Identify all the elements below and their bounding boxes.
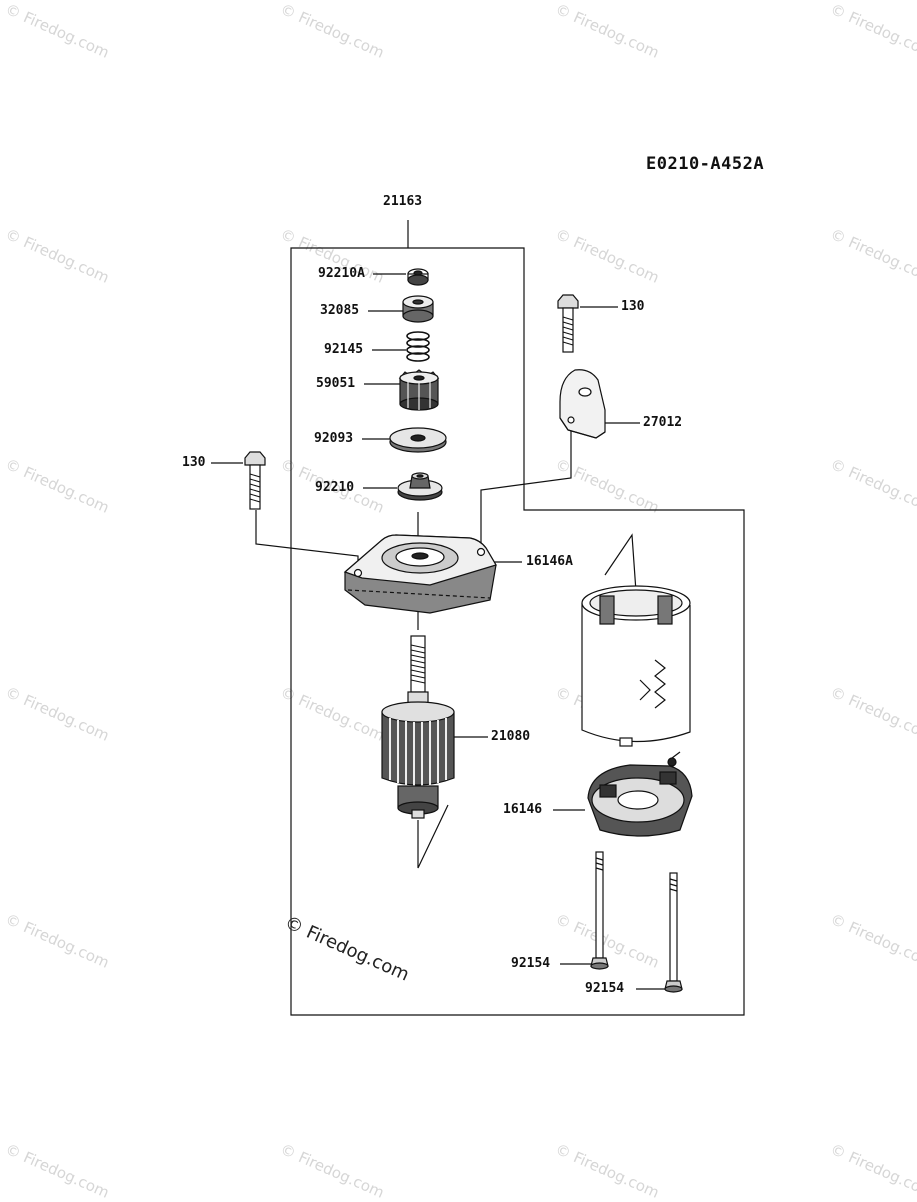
part-label-16146A[interactable]: 16146A <box>526 554 573 569</box>
part-label-92093[interactable]: 92093 <box>314 431 354 446</box>
rear-cover-16146 <box>587 751 693 837</box>
part-label-27012[interactable]: 27012 <box>643 415 683 430</box>
collar-92210 <box>397 472 443 501</box>
bolt-path-line <box>480 430 572 550</box>
front-cover-16146A <box>343 534 497 614</box>
through-bolt-92154-a <box>590 851 609 970</box>
washer-92093 <box>389 427 447 453</box>
part-label-59051[interactable]: 59051 <box>316 376 356 391</box>
part-label-92145[interactable]: 92145 <box>324 342 364 357</box>
bolt-130-left <box>244 451 266 510</box>
part-label-130-right[interactable]: 130 <box>621 299 645 314</box>
pinion-gear-59051 <box>398 369 440 411</box>
part-label-92154-b[interactable]: 92154 <box>585 981 625 996</box>
nut-92210A <box>407 268 429 286</box>
collar-32085 <box>402 295 434 323</box>
part-label-32085[interactable]: 32085 <box>320 303 360 318</box>
part-label-92154-a[interactable]: 92154 <box>511 956 551 971</box>
armature-21080 <box>381 635 455 819</box>
part-label-21080[interactable]: 21080 <box>491 729 531 744</box>
diagram-code: E0210-A452A <box>646 154 765 174</box>
part-label-92210[interactable]: 92210 <box>315 480 355 495</box>
part-label-130-left[interactable]: 130 <box>182 455 206 470</box>
bracket-27012 <box>559 369 606 439</box>
part-label-92210A[interactable]: 92210A <box>318 266 365 281</box>
part-label-21163[interactable]: 21163 <box>383 194 423 209</box>
direction-arrow <box>417 804 449 869</box>
yoke-housing <box>581 585 691 747</box>
bolt-130-right <box>557 294 579 353</box>
assembly-outline <box>290 220 745 1016</box>
spring-92145 <box>406 331 430 362</box>
bolt-path-line <box>255 510 359 570</box>
through-bolt-92154-b <box>664 872 683 993</box>
part-label-16146[interactable]: 16146 <box>503 802 543 817</box>
